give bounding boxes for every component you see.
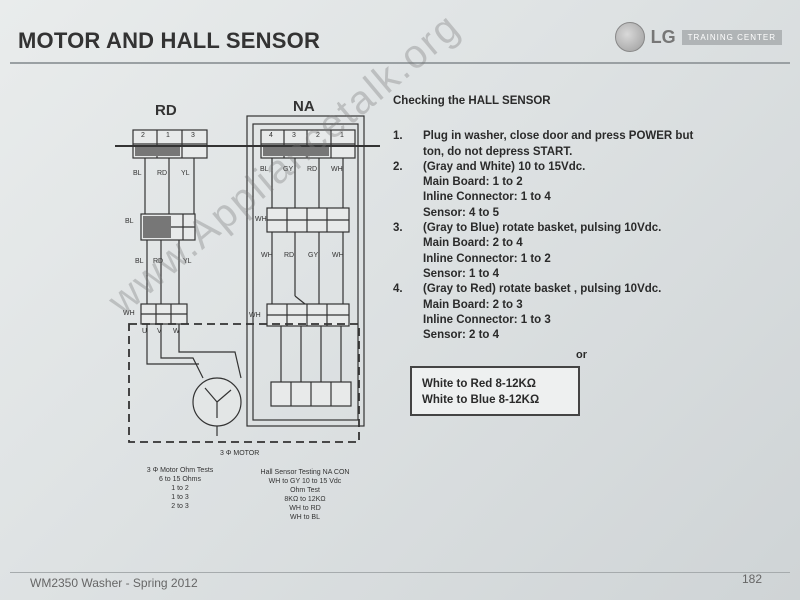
connector-label: WH: [249, 312, 261, 319]
resistance-line: White to Red 8-12KΩ: [422, 378, 537, 390]
pin-number: 1: [340, 132, 344, 139]
step-4: 4. (Gray to Red) rotate basket , pulsing…: [393, 283, 662, 296]
wire-label: RD: [284, 252, 295, 259]
page-title: MOTOR AND HALL SENSOR: [18, 28, 321, 53]
wire-label: YL: [183, 258, 192, 265]
footer-divider: [10, 572, 790, 573]
step-2-sub: Main Board: 1 to 2: [423, 176, 523, 189]
logo-text: LG: [650, 26, 676, 47]
pin-number: 2: [141, 132, 145, 139]
step-2-sub: Sensor: 4 to 5: [423, 206, 500, 219]
logo-tagline: TRAINING CENTER: [681, 29, 782, 45]
wire-label: YL: [181, 170, 190, 177]
step-2-sub: Inline Connector: 1 to 4: [423, 191, 551, 204]
header-divider: [10, 62, 790, 64]
connector-label: BL: [125, 218, 134, 225]
wire-label: RD: [157, 170, 168, 177]
wire-label: GY: [283, 166, 294, 173]
resistance-box: White to Red 8-12KΩ White to Blue 8-12KΩ: [410, 366, 580, 416]
wire-label: RD: [153, 258, 164, 265]
wire-label: BL: [260, 166, 269, 173]
connector-label: WH: [255, 216, 267, 223]
rd-label: RD: [155, 102, 177, 119]
wire-label: WH: [261, 252, 273, 259]
wiring-diagram: RD NA 2 1 3 4 3 2 1 BL RD YL BL GY RD WH…: [95, 96, 385, 556]
step-2: 2. (Gray and White) 10 to 15Vdc.: [393, 160, 586, 173]
phase-label: U: [142, 328, 148, 335]
wire-label: GY: [308, 252, 319, 259]
instructions: Checking the HALL SENSOR 1. Plug in wash…: [393, 94, 788, 343]
motor-label: 3 Φ MOTOR: [220, 450, 260, 457]
lg-logo-icon: [614, 22, 645, 52]
step-3-sub: Inline Connector: 1 to 2: [423, 252, 551, 265]
wire-label: WH: [332, 252, 344, 259]
step-3: 3. (Gray to Blue) rotate basket, pulsing…: [393, 222, 662, 235]
wire-label: RD: [307, 166, 318, 173]
step-3-sub: Main Board: 2 to 4: [423, 237, 523, 250]
phase-label: V: [157, 328, 162, 335]
pin-number: 1: [166, 132, 170, 139]
step-4-sub: Inline Connector: 1 to 3: [423, 313, 551, 326]
wiring-diagram-drawing: [115, 115, 380, 443]
wire-label: BL: [133, 170, 142, 177]
pin-number: 2: [316, 132, 320, 139]
footer-title: WM2350 Washer - Spring 2012: [30, 576, 198, 590]
step-4-sub: Sensor: 2 to 4: [423, 329, 500, 342]
step-3-sub: Sensor: 1 to 4: [423, 267, 500, 280]
wire-label: WH: [331, 166, 343, 173]
hall-sensor-caption: Hall Sensor Testing NA CON WH to GY 10 t…: [260, 469, 350, 521]
na-label: NA: [293, 98, 315, 115]
phase-label: W: [173, 328, 180, 335]
pin-number: 3: [191, 132, 195, 139]
resistance-line: White to Blue 8-12KΩ: [422, 394, 540, 406]
step-4-sub: Main Board: 2 to 3: [423, 298, 523, 311]
step-1-cont: ton, do not depress START.: [423, 145, 573, 158]
connector-label: WH: [123, 310, 135, 317]
lg-logo: LG TRAINING CENTER: [614, 20, 782, 54]
or-label: or: [576, 349, 587, 361]
pin-number: 4: [269, 132, 273, 139]
instructions-heading: Checking the HALL SENSOR: [393, 95, 551, 107]
page-number: 182: [741, 572, 762, 586]
pin-number: 3: [292, 132, 296, 139]
motor-ohm-caption: 3 Φ Motor Ohm Tests 6 to 15 Ohms 1 to 2 …: [146, 467, 214, 510]
step-1: 1. Plug in washer, close door and press …: [393, 130, 694, 143]
wire-label: BL: [135, 258, 144, 265]
